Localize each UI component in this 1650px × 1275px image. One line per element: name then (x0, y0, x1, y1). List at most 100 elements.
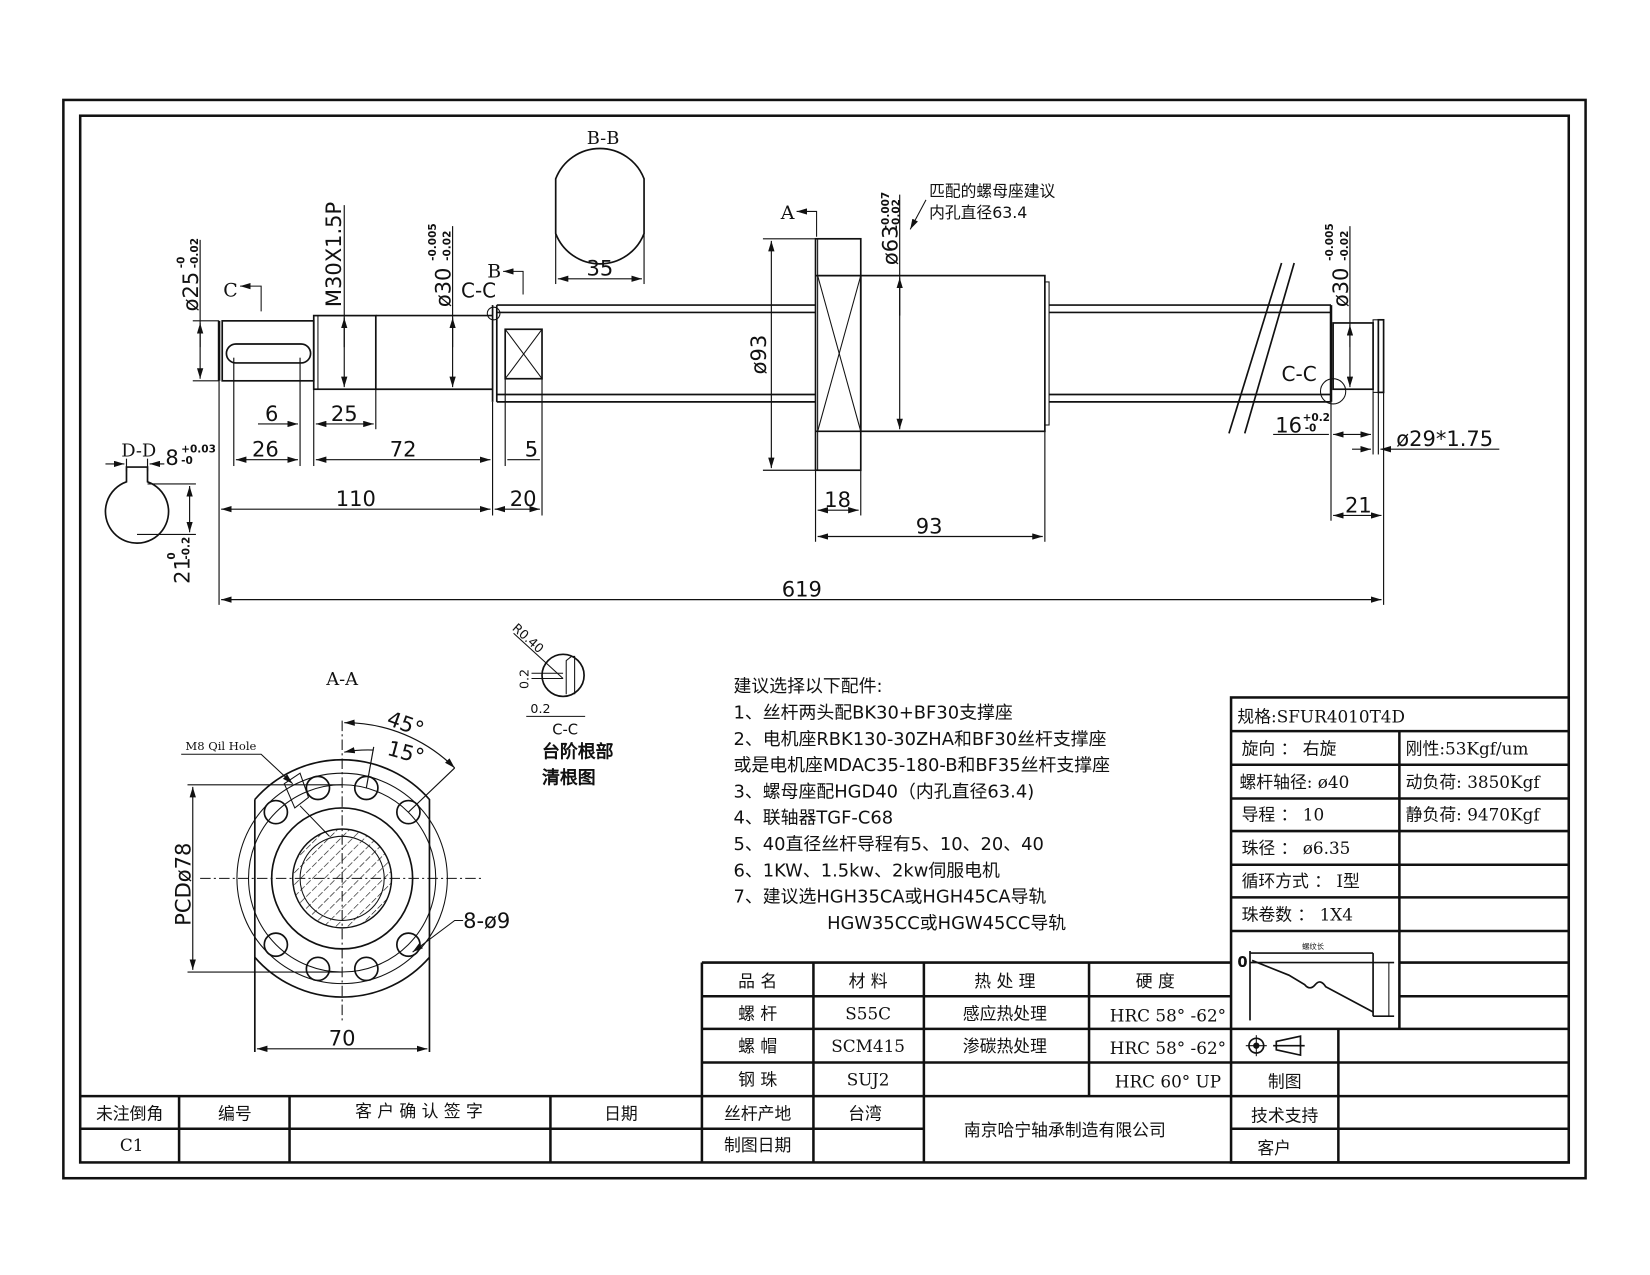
detail-cc: R0.40 0.2 0.2 C-C 台阶根部 清根图 (510, 620, 614, 789)
spec-cell: 导程 ： 10 (1242, 805, 1325, 825)
accessory-notes: 建议选择以下配件: 1、丝杆两头配BK30+BF30支撑座 2、电机座RBK13… (733, 676, 1110, 934)
dim-phi25-tol-lower: -0.02 (189, 238, 201, 268)
dim-phi93: ø93 (746, 335, 771, 375)
note-item: HGW35CC或HGW45CC导轨 (827, 913, 1066, 934)
section-marker-c: C (223, 280, 262, 312)
dim-6: 6 (265, 401, 278, 426)
materials-cell: 螺 杆 (738, 1003, 777, 1023)
dim-phi63-tol-upper: -0.007 (880, 192, 892, 230)
dim-r040: R0.40 (510, 620, 547, 656)
dim-phi30-right-tol-lower: -0.02 (1339, 231, 1351, 261)
origin-value: 台湾 (848, 1103, 882, 1123)
angle-15: 15° (385, 735, 427, 769)
note-item: 2、电机座RBK130-30ZHA和BF30丝杆支撑座 (733, 729, 1106, 750)
dim-619: 619 (782, 576, 822, 601)
note-item: 或是电机座MDAC35-180-B和BF35丝杆支撑座 (733, 755, 1110, 776)
note-item: 6、1KW、1.5kw、2kw伺服电机 (733, 860, 999, 881)
title-block: 未注倒角 C1 编号 客 户 确 认 签 字 日期 丝杆产地 台湾 制图日期 南… (80, 1094, 1569, 1163)
tech-support-label: 技术支持 (1251, 1105, 1318, 1125)
number-label: 编号 (218, 1103, 252, 1123)
dim-key-depth-tol-lower: -0.2 (181, 537, 193, 560)
marker-b-label: B (487, 261, 501, 283)
dim-key-width-tol-lower: -0 (181, 455, 193, 467)
dim-flange-width: 70 (329, 1026, 356, 1051)
nut-seat-note-line1: 匹配的螺母座建议 (929, 182, 1055, 201)
spec-cell: 刚性:53Kgf/um (1406, 738, 1529, 758)
section-aa-flange-view: A-A 45° 15° M8 Qil Hole PCDø78 (171, 669, 510, 1052)
cc-label-right: C-C (1282, 362, 1317, 386)
projection-symbol-icon (1245, 1035, 1305, 1057)
note-item: 1、丝杆两头配BK30+BF30支撑座 (733, 703, 1012, 724)
note-item: 5、40直径丝杆导程有5、10、20、40 (733, 834, 1043, 855)
lead-error-graph: 0 螺纹长 (1237, 942, 1395, 1021)
materials-cell: S55C (845, 1003, 891, 1023)
detail-circle-cc (486, 306, 501, 321)
materials-header: 品 名 (738, 971, 777, 991)
spec-model: 规格:SFUR4010T4D (1237, 707, 1405, 727)
marker-a-label: A (780, 202, 795, 224)
break-line (1243, 262, 1295, 434)
dim-16: 16 (1275, 412, 1302, 437)
spec-cell: 螺杆轴径: ø40 (1239, 772, 1349, 792)
dim-110: 110 (336, 486, 376, 511)
materials-cell: 螺 帽 (738, 1036, 777, 1056)
materials-header: 硬 度 (1136, 971, 1175, 991)
detail-circle-cc (1319, 378, 1347, 405)
inner-border (78, 114, 1571, 1164)
dim-phi30-left-tol-upper: -0.005 (427, 223, 439, 261)
date-label: 日期 (604, 1103, 638, 1123)
signature-label: 客 户 确 认 签 字 (355, 1101, 483, 1121)
nut-seat-annotation: 匹配的螺母座建议 内孔直径63.4 (909, 182, 1056, 230)
note-item: 3、螺母座配HGD40（内孔直径63.4) (733, 781, 1034, 802)
materials-cell: HRC 58° -62° (1110, 1005, 1226, 1025)
oil-hole-label: M8 Qil Hole (185, 739, 256, 753)
section-marker-b: B (487, 261, 524, 295)
shaft-side-view (217, 237, 1385, 472)
graph-label: 螺纹长 (1302, 942, 1325, 951)
detail-title-line2: 清根图 (542, 767, 596, 789)
dim-phi30-right-tol-upper: -0.005 (1324, 223, 1336, 261)
notes-title: 建议选择以下配件: (733, 676, 882, 697)
dim-26: 26 (252, 437, 279, 462)
nut-body (859, 274, 1046, 433)
dim-93: 93 (916, 513, 943, 538)
dim-pcd: PCDø78 (171, 843, 196, 926)
chamfer-value: C1 (120, 1135, 144, 1155)
dim-72: 72 (390, 437, 417, 462)
keyway-slot (225, 343, 312, 364)
section-aa-title: A-A (325, 669, 359, 690)
graph-zero-label: 0 (1237, 954, 1247, 971)
marker-c-label: C (223, 280, 237, 302)
drawn-by-label: 制图 (1268, 1072, 1302, 1092)
bolt-holes (263, 775, 421, 982)
spec-cell: 旋向 ： 右旋 (1242, 738, 1337, 758)
note-item: 4、联轴器TGF-C68 (733, 808, 893, 829)
dim-key-width: 8 (165, 445, 178, 470)
dim-phi63: ø63 (878, 225, 903, 265)
section-bb: B-B 35 (554, 128, 645, 285)
dim-phi25-tol-upper: -0 (175, 257, 187, 269)
dim-16-tol-lower: -0 (1305, 422, 1317, 434)
spec-cell: 循环方式 ： I型 (1242, 871, 1360, 891)
materials-header: 热 处 理 (974, 971, 1035, 991)
dim-phi63-tol-lower: -0.02 (891, 199, 903, 229)
detail-cc-label: C-C (552, 721, 578, 738)
dim-18: 18 (824, 487, 851, 512)
materials-table: 品 名 材 料 热 处 理 硬 度 螺 杆 S55C 感应热处理 HRC 58°… (700, 961, 1232, 1163)
dim-21: 21 (1345, 492, 1372, 517)
nut-seat-note-line2: 内孔直径63.4 (929, 203, 1027, 222)
dim-phi30-left-tol-lower: -0.02 (441, 231, 453, 261)
materials-cell: 感应热处理 (963, 1003, 1047, 1023)
nut-flange (814, 237, 862, 472)
dim-20: 20 (510, 486, 537, 511)
dim-m30: M30X1.5P (321, 202, 346, 307)
dim-phi30-left: ø30 (430, 268, 455, 308)
dim-16-tol-upper: +0.2 (1303, 412, 1330, 424)
materials-cell: 渗碳热处理 (963, 1036, 1047, 1056)
spec-cell: 动负荷: 3850Kgf (1406, 772, 1542, 792)
customer-label: 客户 (1257, 1138, 1291, 1158)
outer-border (62, 98, 1587, 1180)
note-item: 7、建议选HGH35CA或HGH45CA导轨 (733, 887, 1046, 908)
dim-35: 35 (587, 256, 614, 281)
